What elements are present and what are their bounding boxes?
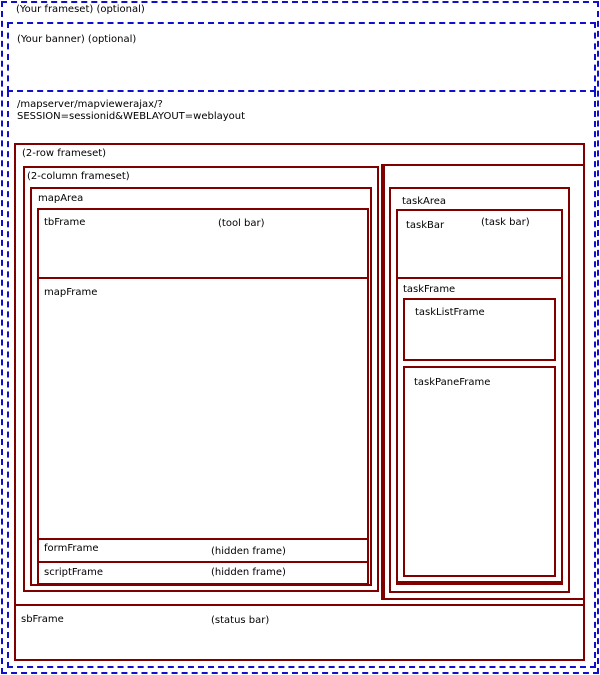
task-list-frame <box>403 298 556 361</box>
tb-frame-note: (tool bar) <box>218 218 265 229</box>
sb-frame-note: (status bar) <box>211 615 270 626</box>
task-pane-frame <box>403 366 556 577</box>
url-line-2: SESSION=sessionid&WEBLAYOUT=weblayout <box>17 111 246 122</box>
task-frame-label: taskFrame <box>403 284 456 295</box>
form-frame-note: (hidden frame) <box>211 546 286 557</box>
tb-frame <box>37 208 369 279</box>
task-frame <box>396 277 563 583</box>
map-frame <box>37 277 369 585</box>
your-banner-label: (Your banner) (optional) <box>17 34 137 45</box>
task-area <box>389 187 570 593</box>
task-pane-frame-label: taskPaneFrame <box>414 377 491 388</box>
right-column <box>383 164 585 600</box>
sb-frame-label: sbFrame <box>21 614 64 625</box>
column-divider <box>381 164 383 600</box>
map-area <box>30 187 372 586</box>
task-list-frame-label: taskListFrame <box>415 307 485 318</box>
your-frameset-label: (Your frameset) (optional) <box>16 4 145 15</box>
task-area-label: taskArea <box>402 196 447 207</box>
row-divider <box>16 604 583 606</box>
script-frame-label: scriptFrame <box>44 567 104 578</box>
two-column-frameset-label: (2-column frameset) <box>27 171 130 182</box>
script-frame-top-border <box>39 561 367 563</box>
your-banner <box>7 22 596 92</box>
form-frame-top-border <box>39 538 367 540</box>
task-bar-label: taskBar <box>406 220 445 231</box>
form-frame-label: formFrame <box>44 543 99 554</box>
task-bar-note: (task bar) <box>481 217 530 228</box>
url-line-1: /mapserver/mapviewerajax/? <box>17 99 163 110</box>
tb-frame-label: tbFrame <box>44 217 86 228</box>
map-area-label: mapArea <box>38 193 84 204</box>
script-frame-note: (hidden frame) <box>211 567 286 578</box>
two-row-frameset-label: (2-row frameset) <box>22 148 107 159</box>
map-frame-label: mapFrame <box>44 287 98 298</box>
two-column-frameset <box>23 166 379 592</box>
main-frame-region <box>7 91 596 668</box>
